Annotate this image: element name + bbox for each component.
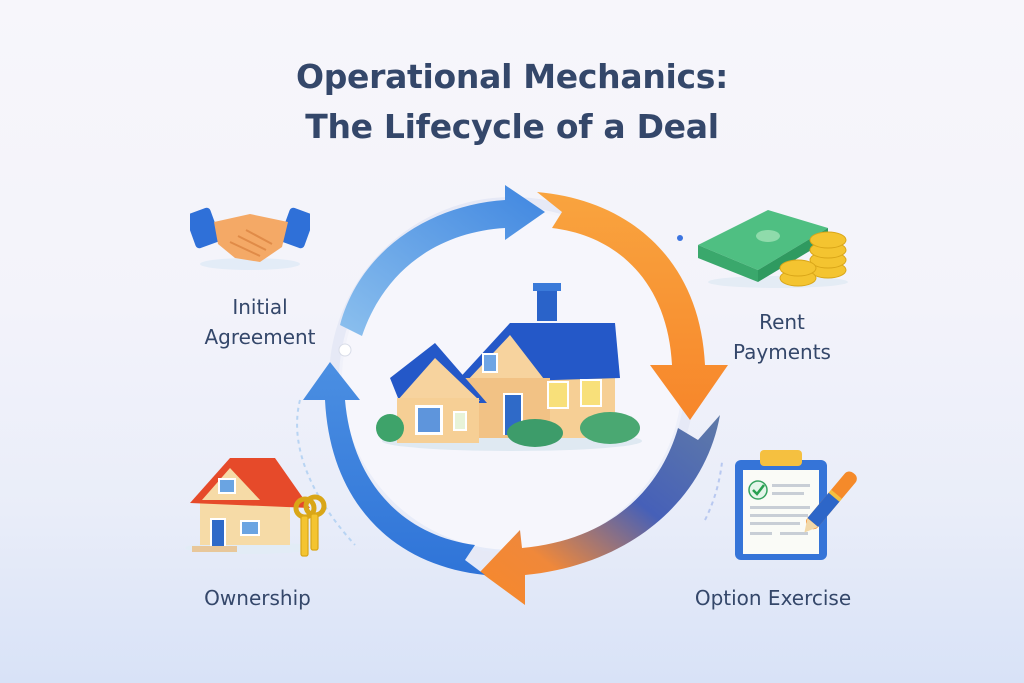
label-line: Option Exercise (694, 586, 852, 610)
stage-label-initial-agreement: Initial Agreement (195, 292, 325, 352)
handshake-icon (190, 207, 310, 270)
arrow-rent-to-option (537, 192, 728, 420)
house-icon (376, 283, 642, 451)
arrow-agreement-to-rent (340, 185, 545, 336)
label-line: Rent (759, 310, 805, 334)
house-keys-icon (185, 458, 327, 557)
label-line: Agreement (204, 325, 316, 349)
stage-label-ownership: Ownership (180, 583, 335, 613)
stage-label-rent-payments: Rent Payments (712, 307, 852, 367)
label-line: Ownership (204, 586, 311, 610)
stage-label-option-exercise: Option Exercise (668, 583, 878, 613)
title-line-2: The Lifecycle of a Deal (305, 107, 719, 146)
label-line: Initial (232, 295, 288, 319)
page-title: Operational Mechanics: The Lifecycle of … (0, 52, 1024, 152)
label-line: Payments (733, 340, 831, 364)
clipboard-pen-icon (735, 450, 857, 560)
arrow-ownership-to-agreement (303, 362, 485, 575)
title-line-1: Operational Mechanics: (295, 57, 729, 96)
arrow-option-to-ownership (480, 415, 720, 605)
money-coins-icon (698, 210, 848, 288)
